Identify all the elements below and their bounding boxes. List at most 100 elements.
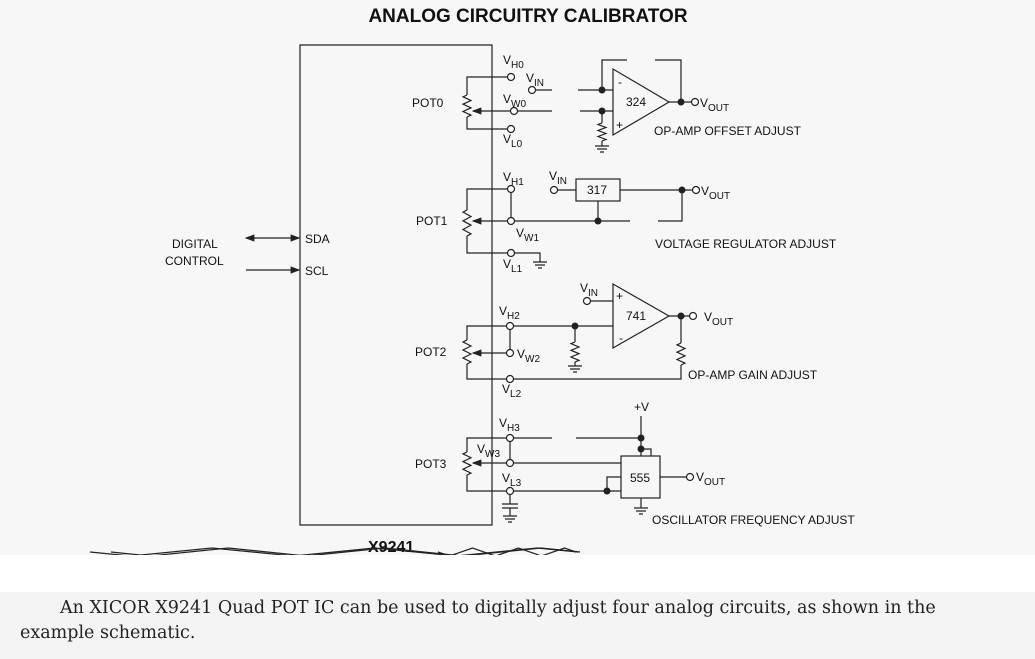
label-part: V (503, 92, 511, 106)
label-part: W3 (485, 449, 500, 460)
label-part: IN (557, 176, 567, 187)
label-part: V (696, 470, 704, 484)
pot2-circuit: POT2 VH2 VW2 VL2 VIN + - 741 VOUT OP-AMP… (415, 281, 818, 400)
label-part: V (499, 416, 507, 430)
terminal-label: VIN (580, 281, 598, 299)
label-part: V (516, 226, 524, 240)
terminal-label: - (619, 331, 623, 345)
terminal-label: VW3 (477, 442, 500, 460)
label-part: L3 (510, 478, 522, 489)
schematic-svg: ANALOG CIRCUITRY CALIBRATOR X9241 DIGITA… (59, 6, 855, 635)
junction-dot (678, 186, 686, 194)
resistor (569, 341, 581, 363)
oscillator-label: OSCILLATOR FREQUENCY ADJUST (652, 513, 855, 527)
regulator-label: VOLTAGE REGULATOR ADJUST (655, 237, 837, 251)
label-part: H3 (507, 423, 520, 434)
capacitor-ground (502, 491, 518, 523)
wire (510, 416, 652, 456)
junction-dot (598, 107, 606, 115)
terminal-label: VH2 (499, 304, 520, 322)
chip-name: X9241 (368, 539, 414, 555)
wire (466, 325, 682, 380)
terminal-circle (505, 374, 515, 384)
opamp-324 (612, 67, 671, 137)
terminal-label: 324 (626, 95, 646, 109)
terminal-label: VW1 (516, 226, 539, 244)
label-part: H0 (511, 60, 524, 71)
terminal-label: VOUT (700, 96, 729, 114)
terminal-circle (506, 248, 516, 258)
resistor (461, 209, 473, 237)
wire (634, 476, 687, 515)
terminal-label: VH0 (503, 53, 524, 71)
resistor (675, 342, 687, 366)
terminal-label: VH3 (499, 416, 520, 434)
terminal-label: VOUT (701, 184, 730, 202)
label-part: W1 (524, 233, 539, 244)
junction-dot (598, 86, 606, 94)
wire (466, 76, 511, 130)
label-part: L1 (511, 264, 523, 275)
label-part: V (700, 96, 708, 110)
pot3-circuit: POT3 VH3 VW3 VL3 +V 555 VOUT OSCILLATOR … (415, 400, 855, 557)
junction-dot (637, 434, 645, 442)
terminal-circle (509, 106, 519, 116)
resistor (461, 339, 473, 365)
wire (510, 462, 621, 492)
terminal-label: 317 (587, 183, 607, 197)
terminal-circle (506, 72, 516, 82)
resistor (461, 451, 473, 476)
terminal-circle (506, 216, 516, 226)
wire (466, 188, 541, 262)
wire (601, 59, 682, 102)
junction-dot (677, 98, 685, 106)
gain-label: OP-AMP GAIN ADJUST (688, 368, 818, 382)
resistor (110, 547, 581, 557)
terminal-circle (506, 124, 516, 134)
terminal-circle (582, 296, 592, 306)
resistor (437, 547, 577, 557)
junction-dot (603, 487, 611, 495)
figure-title: ANALOG CIRCUITRY CALIBRATOR (368, 6, 687, 27)
label-part: V (502, 382, 510, 396)
junction-dot (637, 445, 645, 453)
terminal-label: VIN (549, 169, 567, 187)
terminal-circle (506, 184, 516, 194)
terminal-label: VW0 (503, 92, 526, 110)
label-part: H2 (507, 311, 520, 322)
label-part: V (502, 471, 510, 485)
label-part: V (503, 53, 511, 67)
scl-label: SCL (305, 264, 329, 278)
terminal-label: 555 (630, 471, 650, 485)
terminal-label: VIN (526, 71, 544, 89)
digital-label: DIGITAL (172, 237, 218, 251)
terminal-circle (505, 486, 515, 496)
terminal-circle (505, 458, 515, 468)
schematic-figure: ANALOG CIRCUITRY CALIBRATOR X9241 DIGITA… (59, 6, 856, 635)
label-part: L0 (511, 139, 523, 150)
label-part: W2 (525, 354, 540, 365)
control-label: CONTROL (165, 254, 224, 268)
terminal-circle (505, 433, 515, 443)
terminal-label: POT1 (416, 214, 448, 228)
label-part: W0 (511, 99, 526, 110)
caption: An XICOR X9241 Quad POT IC can be used t… (0, 592, 1035, 659)
terminal-label: + (616, 289, 623, 303)
terminal-label: + (616, 118, 623, 132)
pot0-resistor (461, 94, 473, 118)
sda-label: SDA (305, 232, 330, 246)
label-part: OUT (712, 317, 733, 328)
terminal-label: POT3 (415, 457, 447, 471)
caption-text: An XICOR X9241 Quad POT IC can be used t… (20, 598, 936, 643)
terminal-label: 741 (626, 309, 646, 323)
ground-icon (568, 365, 582, 373)
terminal-circle (549, 185, 559, 195)
terminal-circle (505, 321, 515, 331)
terminal-label: VL1 (503, 257, 523, 275)
terminal-label: +V (634, 400, 649, 414)
junction-dot (571, 322, 579, 330)
opamp-741 (612, 282, 671, 350)
label-part: V (580, 281, 588, 295)
terminal-label: VH1 (503, 170, 524, 188)
label-part: V (704, 310, 712, 324)
